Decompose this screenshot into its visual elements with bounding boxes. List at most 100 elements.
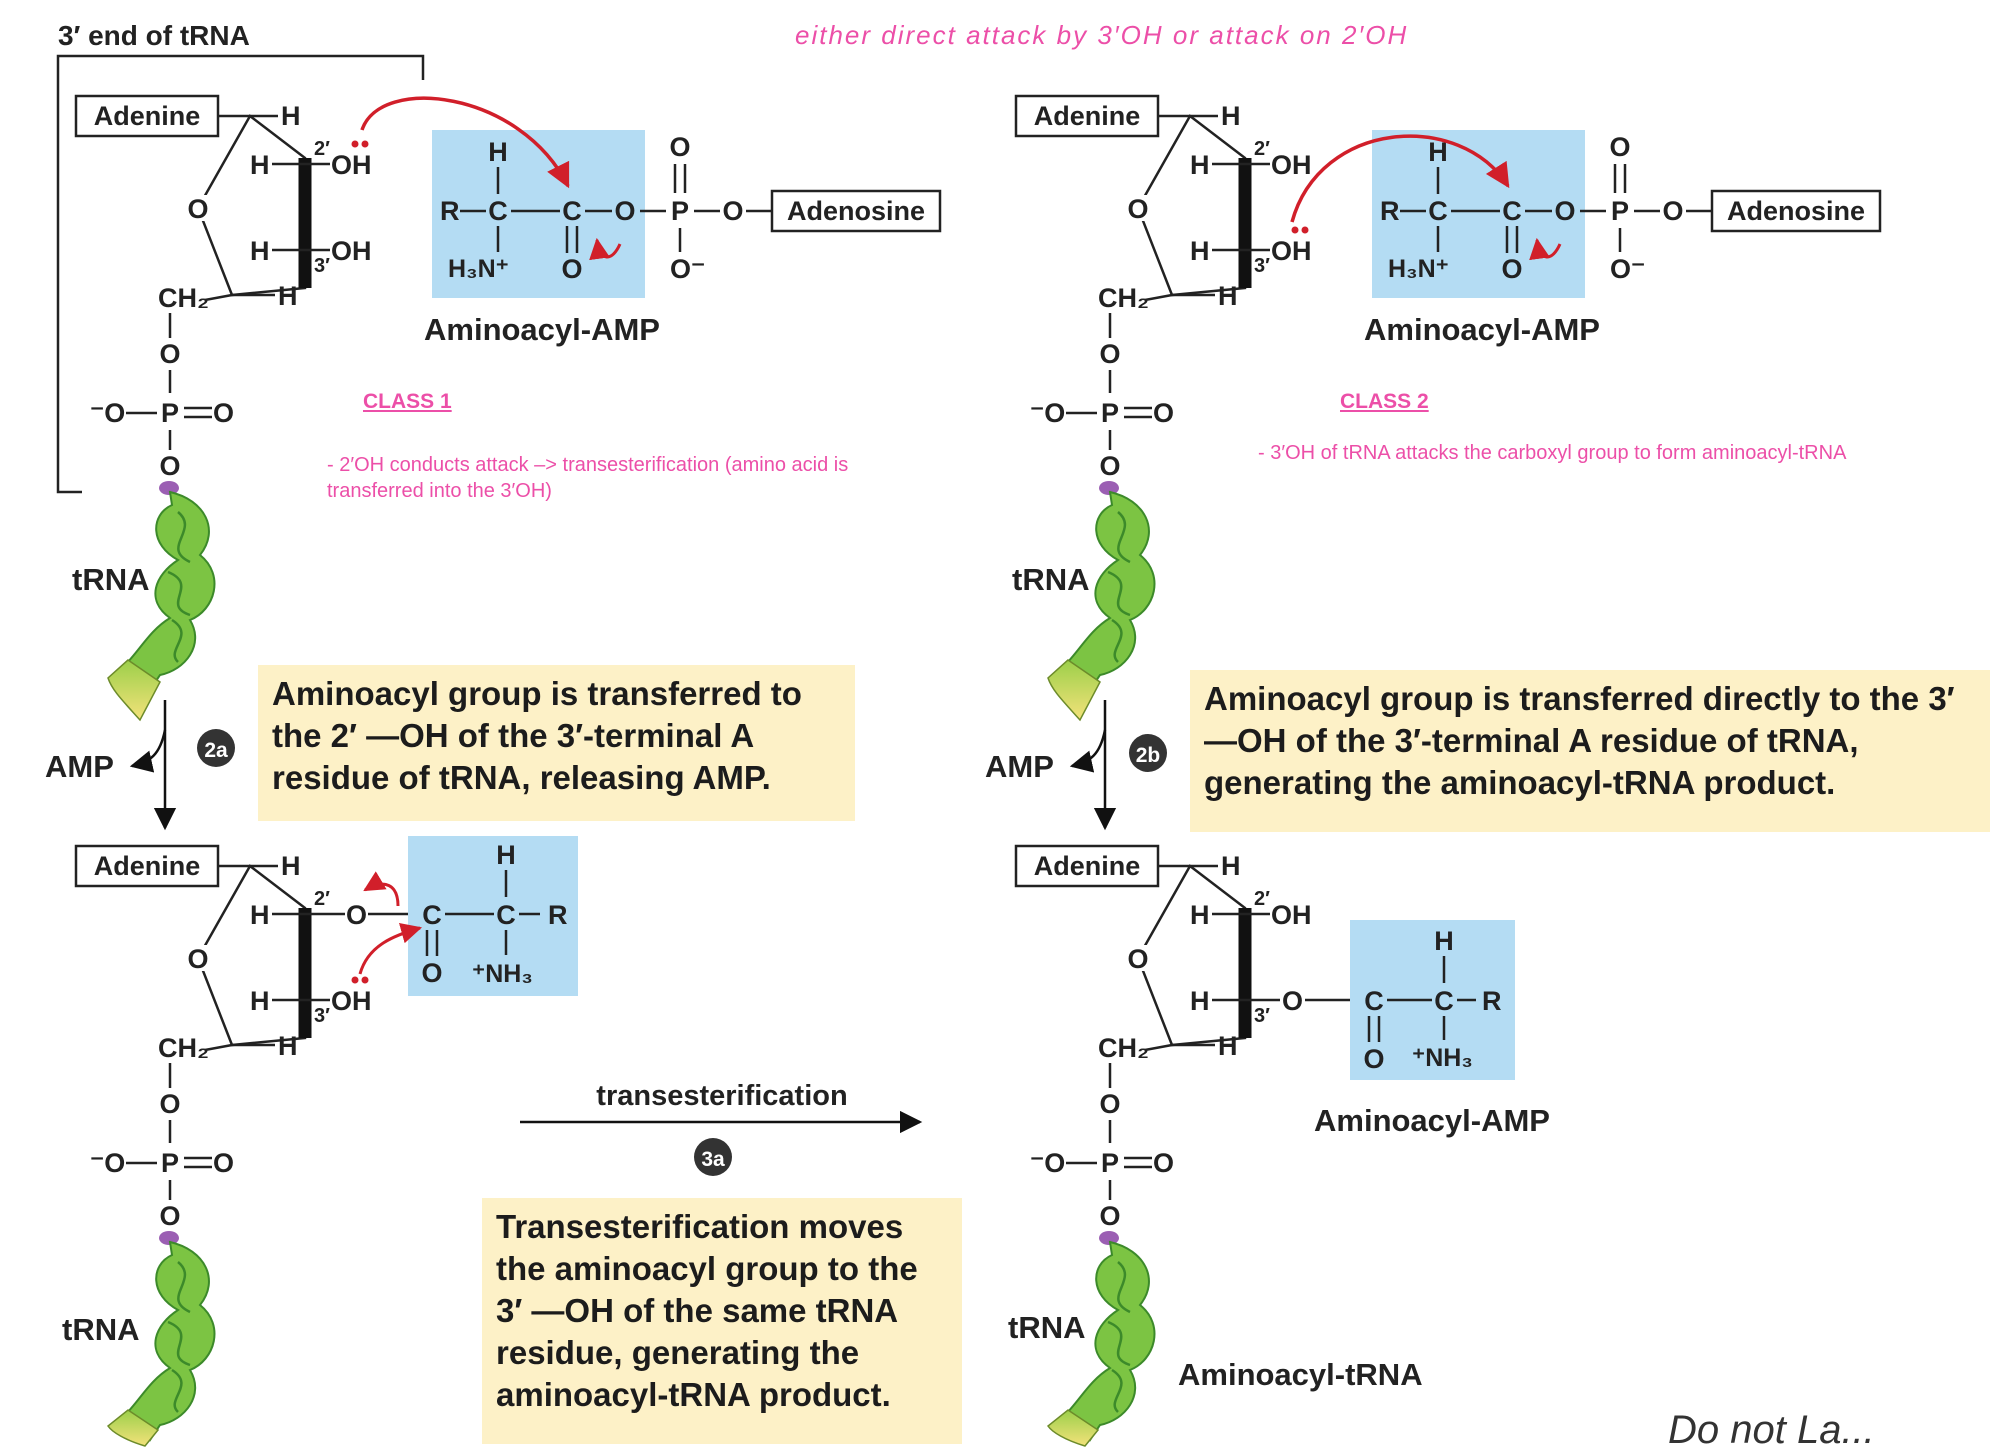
svg-text:3′: 3′ [1254,255,1270,277]
svg-text:OH: OH [331,150,372,180]
svg-text:O: O [1153,1148,1174,1178]
svg-text:3′: 3′ [314,1005,330,1027]
svg-text:P: P [161,398,179,428]
svg-text:O: O [1662,196,1683,226]
svg-text:H: H [250,900,270,930]
caption-2a: Aminoacyl group is transferred to the 2′… [258,665,855,821]
adenine-box [74,94,220,138]
svg-text:OH: OH [1271,150,1312,180]
trna-blob-bottom-right: tRNA Aminoacyl-tRNA [1008,1231,1423,1447]
svg-text:3′: 3′ [1254,1005,1270,1027]
class1-title: CLASS 1 [363,390,452,413]
svg-text:O: O [1099,451,1120,481]
svg-text:Aminoacyl-AMP: Aminoacyl-AMP [1314,1103,1550,1138]
svg-text:H: H [1218,1031,1238,1061]
svg-text:2a: 2a [204,739,228,762]
svg-text:O: O [1099,1089,1120,1119]
svg-text:O: O [1554,196,1575,226]
svg-text:H: H [1221,101,1241,131]
svg-text:tRNA: tRNA [62,1312,140,1347]
handwritten-note: either direct attack by 3′OH or attack o… [795,20,1409,50]
adenosine-label: Adenosine [787,196,925,226]
svg-text:O: O [187,194,208,224]
svg-text:⁺NH₃: ⁺NH₃ [1412,1044,1473,1072]
svg-text:O: O [159,451,180,481]
aminoacyl-trna-label: Aminoacyl-tRNA [1178,1357,1423,1392]
svg-text:AMP: AMP [45,749,114,784]
svg-text:CH₂: CH₂ [1098,283,1149,313]
step-2a-arrow: AMP 2a [45,700,235,831]
adenosine-box [770,189,942,233]
svg-text:H: H [488,137,508,167]
svg-text:⁺NH₃: ⁺NH₃ [472,960,533,988]
svg-text:R: R [1482,986,1502,1016]
aminoacyl-group-bottom-right: C C R H ⁺NH₃ O Aminoacyl-AMP [1314,920,1550,1138]
svg-text:O: O [614,196,635,226]
svg-text:O: O [1127,944,1148,974]
svg-text:O: O [213,1148,234,1178]
aminoacyl-amp-label: Aminoacyl-AMP [424,312,660,347]
svg-text:P: P [671,196,689,226]
aminoacyl-amp-top-right: H R C C H₃N⁺ O O P O O⁻ O Adenosine Amin… [1290,130,1882,347]
svg-text:H₃N⁺: H₃N⁺ [1388,255,1449,283]
svg-text:Adenine: Adenine [94,851,201,881]
footer-text: Do not La... [1668,1408,1875,1452]
svg-text:R: R [1380,196,1400,226]
svg-text:O: O [1127,194,1148,224]
svg-text:2b: 2b [1136,744,1161,767]
ribose-bottom-left: Adenine H O H O 2′ H OH 3′ H CH₂ O ⁻O P … [74,844,420,1231]
caption-2b: Aminoacyl group is transferred directly … [1190,670,1990,832]
svg-text:O: O [159,1089,180,1119]
step-2b-arrow: AMP 2b [985,700,1167,831]
svg-text:3′: 3′ [314,255,330,277]
svg-text:Adenosine: Adenosine [1727,196,1865,226]
svg-text:Adenine: Adenine [1034,851,1141,881]
svg-text:CH₂: CH₂ [158,283,209,313]
svg-text:Adenine: Adenine [1034,101,1141,131]
svg-text:C: C [562,196,582,226]
attack-arrow [1290,134,1510,223]
svg-text:C: C [1364,986,1384,1016]
svg-text:O⁻: O⁻ [670,254,705,284]
svg-text:tRNA: tRNA [1012,562,1090,597]
svg-text:O: O [561,254,582,284]
trna-blob-top-left: tRNA [72,481,216,722]
class2-text: - 3′OH of tRNA attacks the carboxyl grou… [1258,442,1847,464]
svg-text:Aminoacyl-AMP: Aminoacyl-AMP [1364,312,1600,347]
trna-blob-bottom-left: tRNA [62,1231,216,1447]
attack-arrow [360,96,570,189]
svg-text:⁻O: ⁻O [90,398,125,428]
svg-text:H: H [1190,236,1210,266]
svg-text:H: H [281,851,301,881]
ribose-bottom-right: Adenine H O H OH 2′ H O 3′ H CH₂ O ⁻O P … [1014,844,1362,1231]
svg-text:O: O [1363,1044,1384,1074]
svg-text:P: P [1101,398,1119,428]
svg-text:C: C [422,900,442,930]
svg-text:H: H [278,281,298,311]
svg-text:H: H [1434,926,1454,956]
svg-text:O: O [1282,986,1303,1016]
svg-text:OH: OH [1271,900,1312,930]
svg-text:H: H [278,1031,298,1061]
svg-text:H: H [1190,900,1210,930]
ribose-top-right: Adenine H O H OH 2′ H OH 3′ H CH₂ O ⁻O P… [1014,94,1312,481]
trna-blob-top-right: tRNA [1012,481,1156,722]
svg-text:O: O [346,900,367,930]
svg-text:O: O [1153,398,1174,428]
svg-text:H: H [250,236,270,266]
svg-text:CH₂: CH₂ [1098,1033,1149,1063]
svg-text:3a: 3a [701,1148,725,1171]
svg-text:H: H [1428,137,1448,167]
svg-text:OH: OH [1271,236,1312,266]
svg-text:C: C [488,196,508,226]
svg-text:O: O [159,339,180,369]
svg-text:P: P [1101,1148,1119,1178]
transesterification-arrow: transesterification 3a [520,1080,923,1176]
svg-text:P: P [161,1148,179,1178]
svg-text:tRNA: tRNA [1008,1310,1086,1345]
svg-text:O: O [669,132,690,162]
svg-text:2′: 2′ [314,888,330,910]
aminoacyl-amp-top-left: H R C C H₃N⁺ O O P O O⁻ O Adenosine Amin… [360,96,942,347]
caption-3a: Transesterification moves the aminoacyl … [482,1198,962,1444]
